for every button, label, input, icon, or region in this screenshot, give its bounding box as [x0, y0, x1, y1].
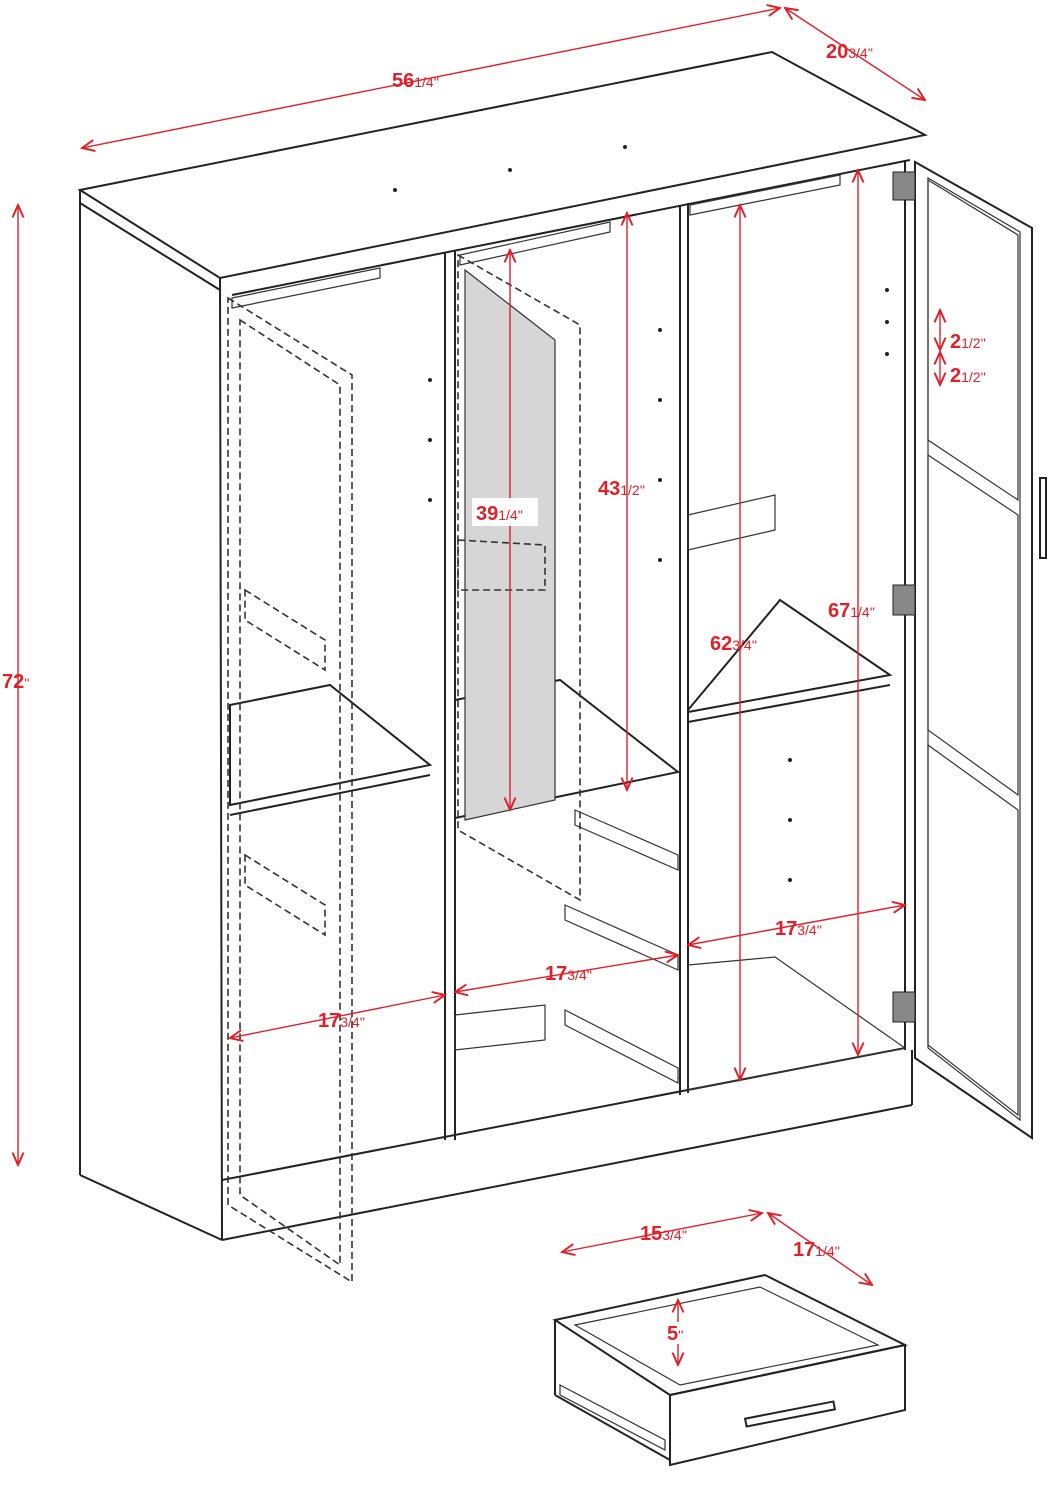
height-label: 72''	[2, 671, 30, 693]
hinge-icon	[892, 171, 916, 201]
left-width-label: 173/4''	[318, 1010, 365, 1032]
drawer	[552, 1273, 909, 1467]
drawer-slides	[564, 809, 679, 1084]
hinge-icon	[892, 584, 916, 616]
dimension-lines	[18, 8, 940, 1365]
shelf-spacing-label-1: 21/2''	[950, 331, 986, 353]
depth-label: 203/4''	[826, 41, 873, 63]
middle-upper-height-label: 431/2''	[598, 478, 645, 500]
right-door	[892, 160, 1047, 1140]
left-door-outline	[227, 296, 353, 1284]
middle-width-label: 173/4''	[545, 963, 592, 985]
shelf-pin-holes	[393, 145, 889, 882]
mirror-height-label: 391/4''	[476, 503, 523, 525]
right-lower-height-label: 623/4''	[710, 633, 757, 655]
right-width-label: 173/4''	[775, 918, 822, 940]
drawer-depth-label: 171/4''	[793, 1239, 840, 1261]
hinge-icon	[892, 991, 916, 1023]
right-inner-height-label: 671/4''	[828, 600, 875, 622]
shelf-spacing-label-2: 21/2''	[950, 365, 986, 387]
drawer-height-label: 5''	[667, 1323, 683, 1345]
width-label: 561/4''	[392, 70, 439, 92]
drawer-width-label: 153/4''	[640, 1223, 687, 1245]
